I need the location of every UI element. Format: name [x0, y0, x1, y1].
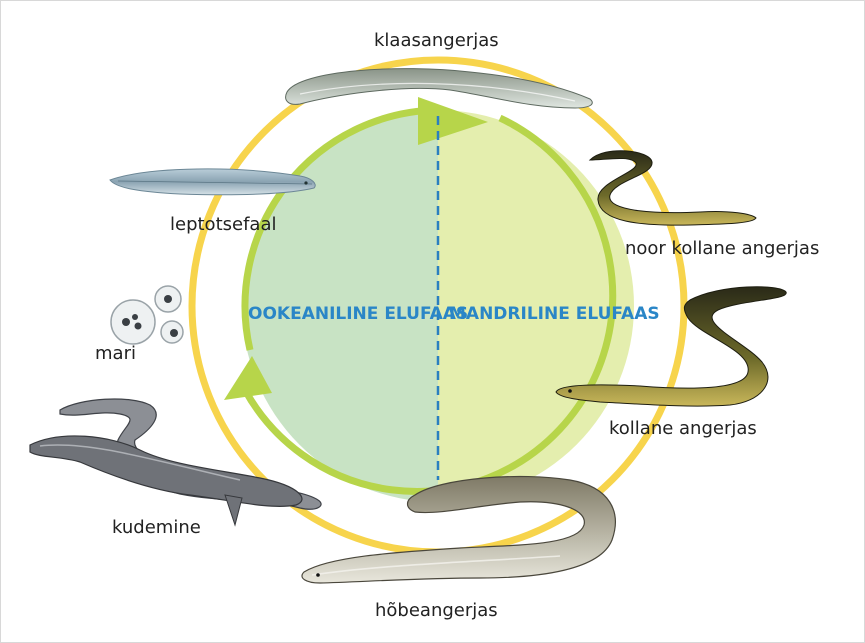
label-young-yellow-eel: noor kollane angerjas: [625, 240, 819, 258]
label-oceanic-phase: OOKEANILINE ELUFAAS: [248, 306, 468, 323]
leptocephalus-illustration: [110, 169, 315, 195]
label-continental-phase: MANDRILINE ELUFAAS: [449, 306, 660, 323]
glass-eel-illustration: [286, 69, 593, 108]
eggs-illustration: [111, 286, 183, 344]
label-yellow-eel: kollane angerjas: [609, 420, 757, 438]
label-spawning: kudemine: [112, 519, 201, 537]
label-eggs: mari: [95, 345, 136, 363]
silver-eel-illustration: [302, 476, 615, 583]
label-glass-eel: klaasangerjas: [374, 32, 499, 50]
young-yellow-eel-illustration: [590, 151, 756, 225]
label-leptocephalus: leptotsefaal: [170, 216, 276, 234]
label-silver-eel: hõbeangerjas: [375, 602, 498, 620]
